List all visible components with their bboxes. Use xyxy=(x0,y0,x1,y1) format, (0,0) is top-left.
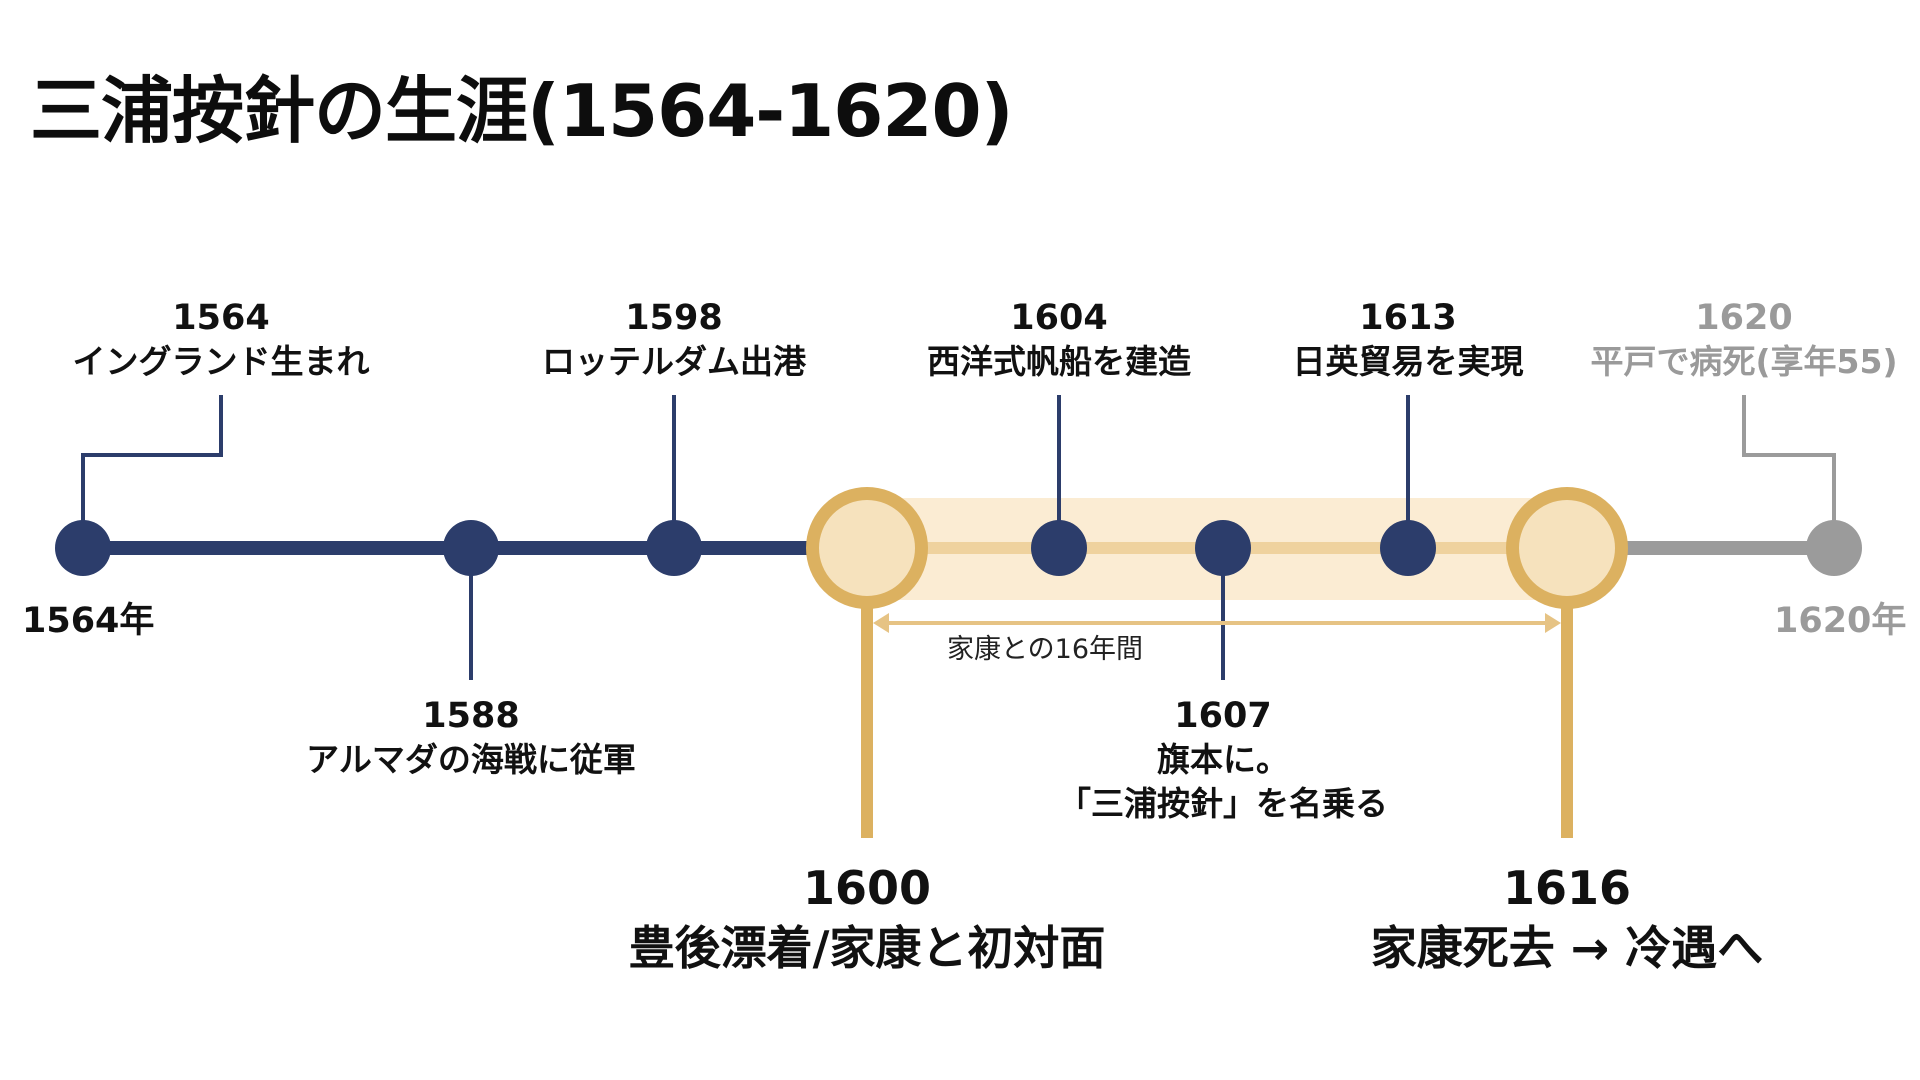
connector-1616 xyxy=(1561,600,1573,838)
span-arrow-right-icon xyxy=(1545,613,1561,633)
connector-1600 xyxy=(861,600,873,838)
event-desc-line2: 「三浦按針」を名乗る xyxy=(1058,784,1388,823)
event-desc: 旗本に。 xyxy=(1157,740,1289,779)
event-year: 1588 xyxy=(422,696,520,736)
event-desc: 豊後漂着/家康と初対面 xyxy=(628,921,1106,975)
event-dot-1620[interactable] xyxy=(1806,520,1862,576)
milestone-ring-1616[interactable] xyxy=(1506,487,1628,609)
axis-start-label: 1564年 xyxy=(22,601,155,641)
event-desc: アルマダの海戦に従軍 xyxy=(306,740,636,779)
event-desc: イングランド生まれ xyxy=(72,342,370,381)
event-label-1598: 1598 ロッテルダム出港 xyxy=(542,296,806,384)
event-dot-1564[interactable] xyxy=(55,520,111,576)
event-dot-1604[interactable] xyxy=(1031,520,1087,576)
event-year: 1604 xyxy=(1010,298,1108,338)
connector-1604 xyxy=(1057,395,1061,548)
connector-1598 xyxy=(672,395,676,548)
timeline-track-gray xyxy=(1567,541,1834,555)
event-dot-1613[interactable] xyxy=(1380,520,1436,576)
event-desc: ロッテルダム出港 xyxy=(542,342,806,381)
connector-1607 xyxy=(1221,548,1225,680)
page-title: 三浦按針の生涯(1564-1620) xyxy=(30,69,1013,153)
connector-1564-v xyxy=(81,453,85,548)
connector-1620 xyxy=(1742,395,1746,457)
event-year: 1616 xyxy=(1502,861,1632,915)
event-desc: 日英貿易を実現 xyxy=(1292,342,1524,381)
connector-1620-h xyxy=(1742,453,1836,457)
connector-1564-h xyxy=(81,453,223,457)
event-label-1564: 1564 イングランド生まれ xyxy=(73,296,370,384)
axis-end-label: 1620年 xyxy=(1774,601,1907,641)
event-year: 1607 xyxy=(1174,696,1272,736)
event-desc: 家康死去 → 冷遇へ xyxy=(1370,921,1764,975)
event-year: 1620 xyxy=(1695,298,1793,338)
connector-1564 xyxy=(219,395,223,457)
event-dot-1588[interactable] xyxy=(443,520,499,576)
event-dot-1607[interactable] xyxy=(1195,520,1251,576)
event-desc: 西洋式帆船を建造 xyxy=(927,342,1191,381)
event-label-1613: 1613 日英貿易を実現 xyxy=(1293,296,1524,384)
connector-1588 xyxy=(469,548,473,680)
span-arrow-line xyxy=(878,621,1556,625)
event-year: 1598 xyxy=(625,298,723,338)
event-year: 1564 xyxy=(172,298,270,338)
event-label-1588: 1588 アルマダの海戦に従軍 xyxy=(306,694,636,782)
event-year: 1613 xyxy=(1359,298,1457,338)
connector-1620-v xyxy=(1832,453,1836,548)
span-label: 家康との16年間 xyxy=(946,634,1144,665)
event-label-1620: 1620 平戸で病死(享年55) xyxy=(1590,296,1897,384)
event-year: 1600 xyxy=(802,861,932,915)
milestone-label-1600: 1600 豊後漂着/家康と初対面 xyxy=(629,858,1106,978)
event-label-1607: 1607 旗本に。 「三浦按針」を名乗る xyxy=(1058,694,1388,826)
milestone-label-1616: 1616 家康死去 → 冷遇へ xyxy=(1371,858,1764,978)
event-desc: 平戸で病死(享年55) xyxy=(1590,342,1898,381)
span-arrow-left-icon xyxy=(873,613,889,633)
connector-1613 xyxy=(1406,395,1410,548)
milestone-ring-1600[interactable] xyxy=(806,487,928,609)
event-dot-1598[interactable] xyxy=(646,520,702,576)
event-label-1604: 1604 西洋式帆船を建造 xyxy=(927,296,1191,384)
